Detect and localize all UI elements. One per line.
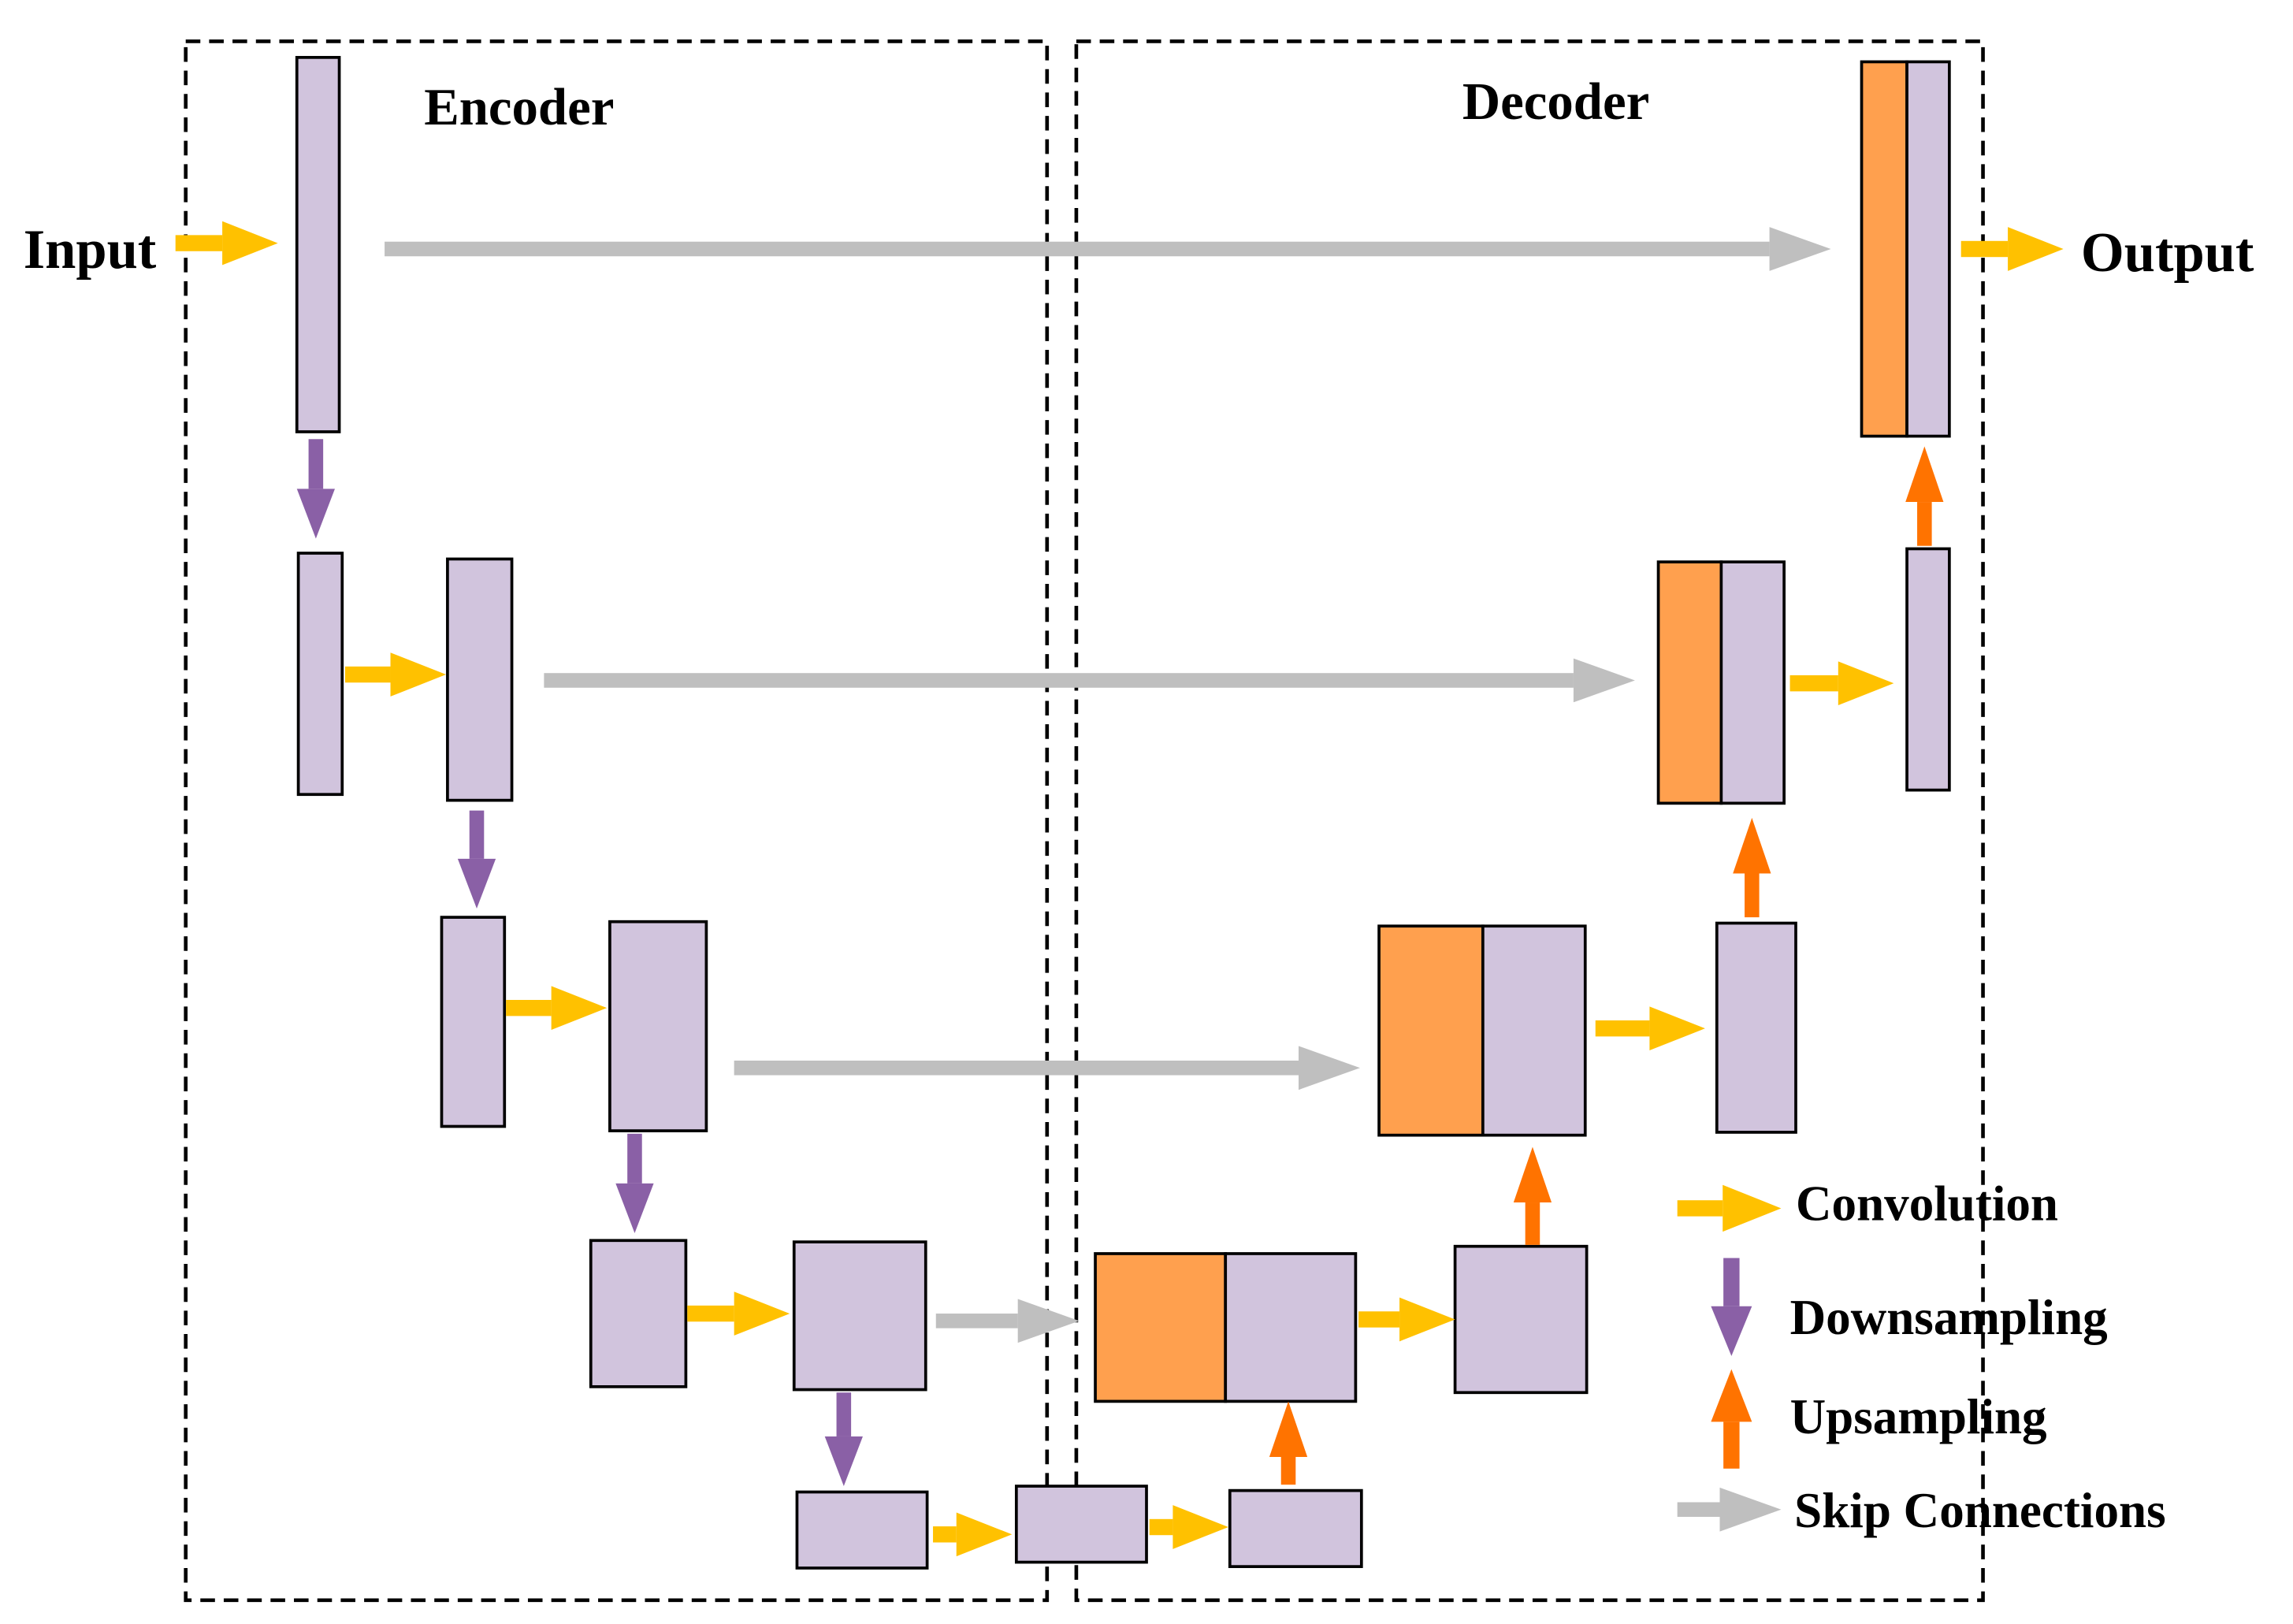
downsampling-icon-head	[1711, 1306, 1752, 1356]
downsampling-icon-shaft	[1723, 1258, 1740, 1306]
convolution-arrow-head	[551, 986, 608, 1031]
legend-downsampling-label: Downsampling	[1790, 1290, 2108, 1345]
upsampled-feature-map	[1094, 1252, 1228, 1403]
feature-map	[440, 916, 507, 1128]
feature-map	[608, 920, 708, 1132]
feature-map	[1453, 1244, 1589, 1395]
upsampling-arrow-shaft	[1525, 1202, 1540, 1245]
decoder-frame	[1074, 39, 1985, 1603]
downsampling-arrow-head	[615, 1183, 654, 1233]
feature-map	[1228, 1488, 1363, 1568]
convolution-icon-shaft	[1677, 1200, 1723, 1217]
skip-arrows	[385, 227, 1831, 1343]
feature-map	[295, 56, 341, 433]
legend: Convolution Downsampling Upsampling Skip…	[1677, 1176, 2166, 1538]
convolution-arrow-head	[1838, 661, 1894, 706]
feature-map	[446, 557, 514, 802]
convolution-arrow-head	[734, 1291, 790, 1336]
upsampling-arrow-shaft	[1917, 502, 1932, 546]
feature-map	[1224, 1252, 1358, 1403]
skip-connection-arrow-shaft	[734, 1060, 1299, 1076]
skip-connection-arrow-head	[1573, 658, 1635, 703]
feature-map	[1014, 1485, 1148, 1564]
convolution-arrow-head	[390, 652, 447, 697]
upsampling-arrow-head	[1733, 817, 1771, 874]
feature-map	[1905, 60, 1951, 438]
feature-map	[589, 1239, 688, 1388]
convolution-arrow-shaft	[344, 666, 391, 683]
convolution-arrow-head	[1649, 1006, 1705, 1051]
feature-map	[792, 1240, 927, 1392]
upsampling-arrow-head	[1905, 446, 1944, 503]
skip-connection-arrow-head	[1769, 227, 1831, 271]
convolution-arrow-head	[956, 1512, 1013, 1557]
convolution-arrow-head	[2008, 227, 2064, 271]
skip-connection-arrow-head	[1299, 1046, 1360, 1091]
upsampling-arrow-shaft	[1745, 873, 1760, 918]
input-label: Input	[24, 219, 157, 281]
flow-arrows	[175, 221, 2064, 1557]
convolution-arrow-head	[1173, 1505, 1228, 1549]
upsampling-arrow-head	[1513, 1146, 1552, 1203]
decoder-title: Decoder	[1462, 72, 1649, 131]
upsampled-feature-map	[1860, 60, 1908, 438]
skip-connection-arrow-shaft	[935, 1314, 1018, 1329]
convolution-icon-head	[1723, 1184, 1782, 1232]
encoder-frame	[184, 39, 1050, 1603]
downsampling-arrow-shaft	[308, 439, 324, 489]
convolution-arrow-shaft	[1789, 674, 1838, 692]
feature-map	[296, 552, 344, 797]
skip-connection-arrow-shaft	[385, 241, 1770, 257]
convolution-arrow-shaft	[933, 1526, 957, 1543]
upsampling-arrow-shaft	[1280, 1456, 1296, 1485]
upsampled-feature-map	[1377, 924, 1485, 1137]
upsampling-icon-head	[1711, 1369, 1752, 1422]
downsampling-arrow-head	[296, 489, 335, 539]
legend-skip-label: Skip Connections	[1794, 1483, 2166, 1538]
convolution-arrow-head	[222, 221, 278, 266]
upsampling-icon-shaft	[1723, 1421, 1740, 1469]
skip-connection-icon-shaft	[1677, 1502, 1720, 1518]
upsampling-arrow-head	[1269, 1401, 1308, 1457]
downsampling-arrow-shaft	[627, 1133, 642, 1184]
convolution-arrow-shaft	[1960, 240, 2009, 258]
convolution-arrow-shaft	[1595, 1020, 1650, 1037]
convolution-arrow-shaft	[1358, 1311, 1400, 1328]
convolution-arrow-shaft	[687, 1305, 734, 1322]
skip-connection-arrow-shaft	[544, 673, 1574, 688]
downsampling-arrow-shaft	[836, 1392, 852, 1436]
legend-convolution-label: Convolution	[1796, 1176, 2058, 1231]
skip-connection-arrow-head	[1017, 1299, 1080, 1343]
legend-upsampling-label: Upsampling	[1790, 1389, 2047, 1444]
downsampling-arrow-shaft	[469, 810, 485, 859]
convolution-arrow-shaft	[175, 235, 223, 251]
feature-maps	[295, 56, 1951, 1570]
upsampled-feature-map	[1656, 560, 1723, 805]
downsampling-arrow-head	[824, 1436, 863, 1487]
encoder-title: Encoder	[424, 78, 614, 136]
feature-map	[1481, 924, 1587, 1137]
feature-map	[795, 1490, 929, 1570]
feature-map	[1715, 921, 1797, 1134]
feature-map	[1719, 560, 1786, 805]
skip-connection-icon-head	[1719, 1487, 1782, 1532]
feature-map	[1905, 547, 1951, 792]
convolution-arrow-shaft	[506, 999, 552, 1016]
output-label: Output	[2081, 222, 2254, 284]
convolution-arrow-shaft	[1149, 1518, 1173, 1536]
convolution-arrow-head	[1399, 1297, 1455, 1342]
downsampling-arrow-head	[457, 858, 496, 909]
